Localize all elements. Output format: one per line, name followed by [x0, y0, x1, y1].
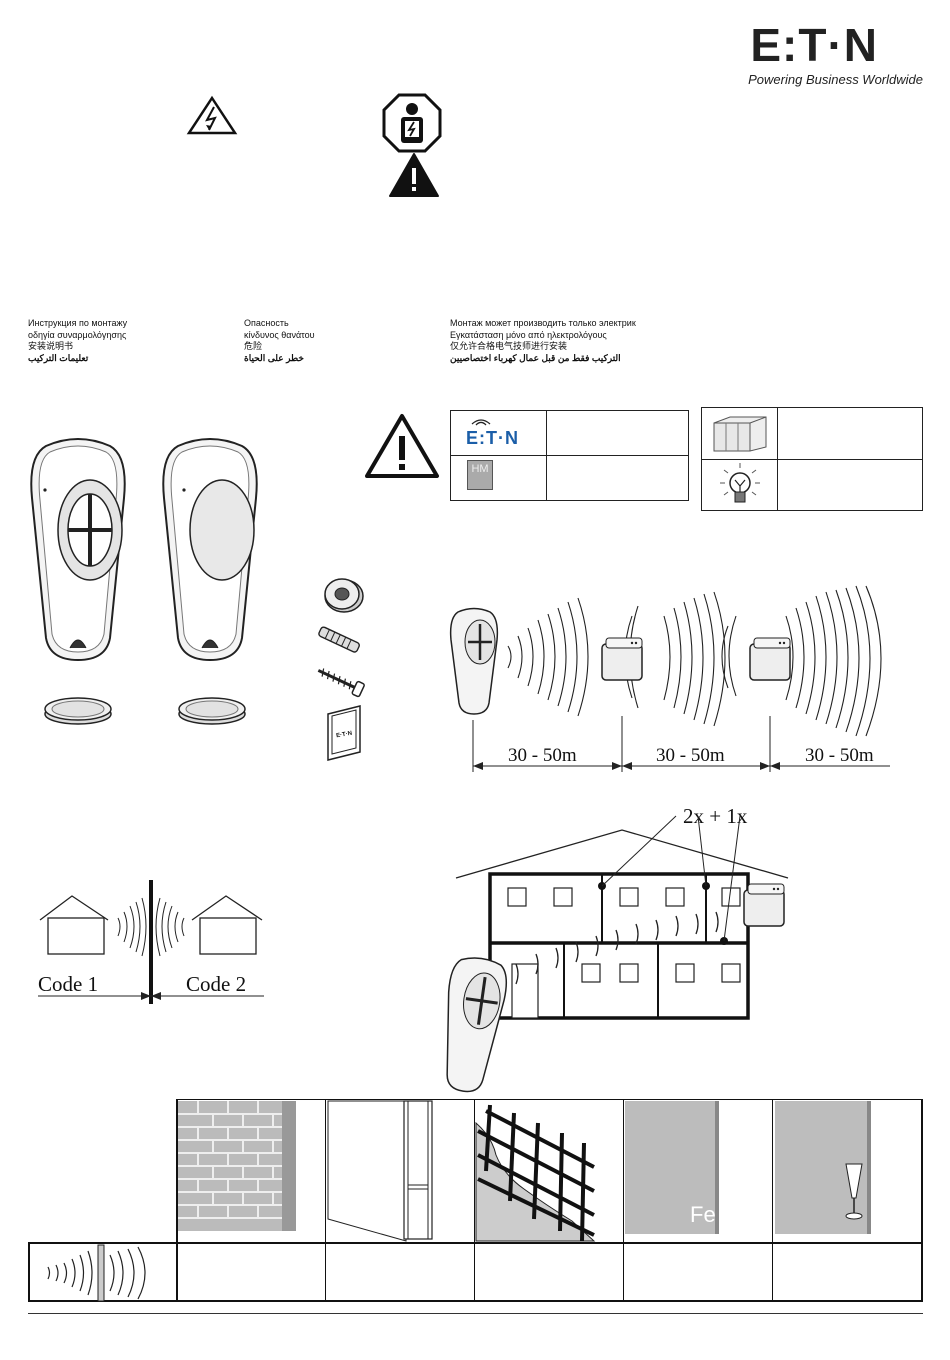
switch-actuator [601, 637, 643, 681]
code-2-label: Code 2 [186, 972, 247, 996]
materials-table [28, 1099, 923, 1302]
lang-line: Инструкция по монтажу [28, 318, 128, 328]
light-bulb-icon [720, 463, 760, 503]
metal-sheet-icon [625, 1101, 715, 1234]
language-block-electrician: Монтаж может производить только электрик… [450, 318, 710, 364]
switch-actuator [749, 637, 791, 681]
warning-triangle-icon [365, 414, 439, 478]
coin-battery-icon [178, 697, 246, 725]
wall-plug-icon [318, 626, 360, 653]
radio-wave-icon [471, 419, 491, 426]
lang-line: التركيب فقط من قبل عمال كهرباء اختصاصيين [450, 352, 621, 363]
range-distance-label: 30 - 50m [805, 745, 874, 766]
metal-symbol: Fe [690, 1202, 716, 1227]
eaton-mini-logo: E:T·N [466, 428, 519, 448]
switch-actuator [743, 883, 785, 927]
device-count-label: 2x + 1x [683, 804, 748, 828]
code-separation-diagram [38, 880, 264, 1004]
high-voltage-warning-icon [186, 95, 238, 135]
range-distance-label: 30 - 50m [656, 745, 725, 766]
glass-pane-edge [867, 1101, 871, 1234]
lang-line: οδηγία συναρμολόγησης [28, 329, 127, 340]
range-distance-label: 30 - 50m [508, 745, 577, 766]
hm-label: HM [471, 463, 489, 475]
lang-line: κίνδυνος θανάτου [244, 329, 315, 340]
lang-line: تعليمات التركيب [28, 352, 89, 363]
coin-battery-icon [44, 697, 112, 725]
lang-line: Εγκατάσταση μόνο από ηλεκτρολόγους [450, 329, 607, 340]
lang-line: 仅允许合格电气技师进行安装 [450, 341, 568, 351]
logo-tagline: Powering Business Worldwide [748, 72, 923, 87]
eaton-logo: E:T·N [750, 19, 878, 71]
drywall-icon [327, 1100, 433, 1242]
signal-attenuation-icon [47, 1244, 146, 1302]
remote-control-4-button [30, 438, 126, 662]
screw-icon [317, 668, 365, 698]
remote-control-small [449, 607, 499, 715]
remote-control-blank [162, 438, 258, 662]
remote-control-small [446, 957, 508, 1093]
lang-line: Опасность [244, 318, 289, 328]
hm-module-icon: HM [467, 460, 493, 490]
battery-icon [324, 578, 364, 613]
footer-rule [28, 1313, 923, 1314]
package-box-icon [713, 416, 767, 452]
lang-line: Монтаж может производить только электрик [450, 318, 636, 328]
svg-text:E·T·N: E·T·N [336, 731, 353, 740]
language-block-danger: Опасность κίνδυνος θανάτου 危险 خطر على ال… [244, 318, 424, 364]
reinforced-concrete-icon [475, 1104, 596, 1242]
sticker-icon: E·T·N [327, 705, 361, 761]
package-table [701, 407, 923, 511]
house-installation-diagram [446, 815, 789, 1093]
metal-sheet-edge [715, 1101, 719, 1234]
caution-icon [389, 153, 439, 197]
electrician-only-icon [382, 93, 442, 153]
wine-glass-icon [845, 1163, 863, 1220]
lang-line: 危险 [244, 341, 263, 351]
range-diagram [449, 585, 890, 772]
code-1-label: Code 1 [38, 972, 99, 996]
lang-line: خطر على الحياة [244, 352, 304, 363]
lang-line: 安装说明书 [28, 341, 74, 351]
language-block-instructions: Инструкция по монтажу οδηγία συναρμολόγη… [28, 318, 228, 364]
compatibility-table [450, 410, 689, 501]
brick-wall-icon [178, 1101, 296, 1231]
